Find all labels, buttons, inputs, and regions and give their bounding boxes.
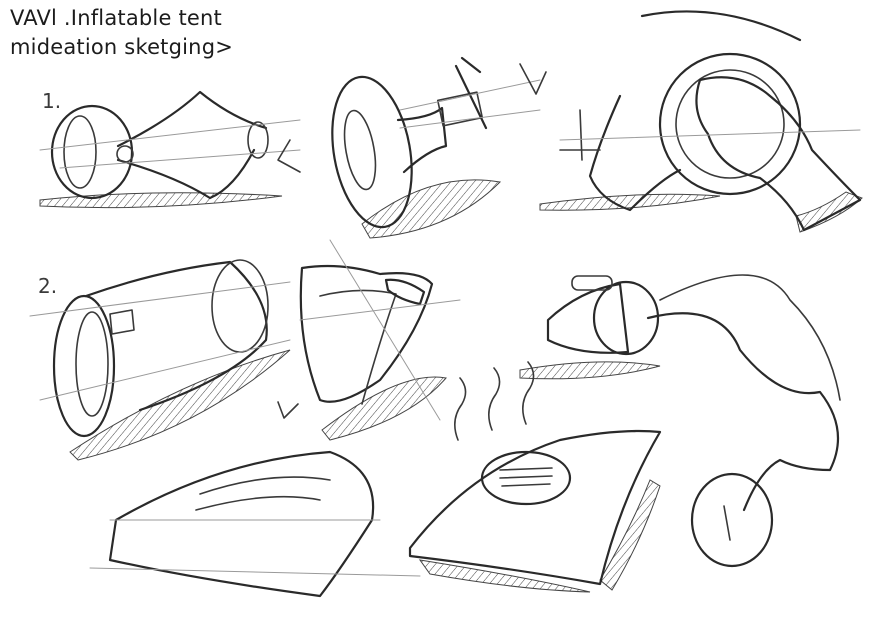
title-line-2: mideation sketging> — [10, 35, 234, 59]
sketch-wedge-pump — [299, 239, 461, 441]
sketch-flat-panel — [89, 401, 421, 598]
title-line-1: VAVl .Inflatable tent — [10, 6, 222, 30]
row-number-2: 2. — [38, 274, 57, 298]
sketch-hand-pump — [539, 10, 863, 233]
sketch-canister-pump — [519, 274, 841, 568]
sketch-title: VAVl .Inflatable tent mideation sketging… — [10, 4, 233, 62]
row-number-1: 1. — [42, 89, 61, 113]
sketch-tube-pump — [29, 259, 291, 461]
sketch-horn-pump — [39, 90, 301, 209]
sketch-vent-mat — [408, 361, 662, 593]
sketch-wheel-pump — [331, 56, 547, 239]
